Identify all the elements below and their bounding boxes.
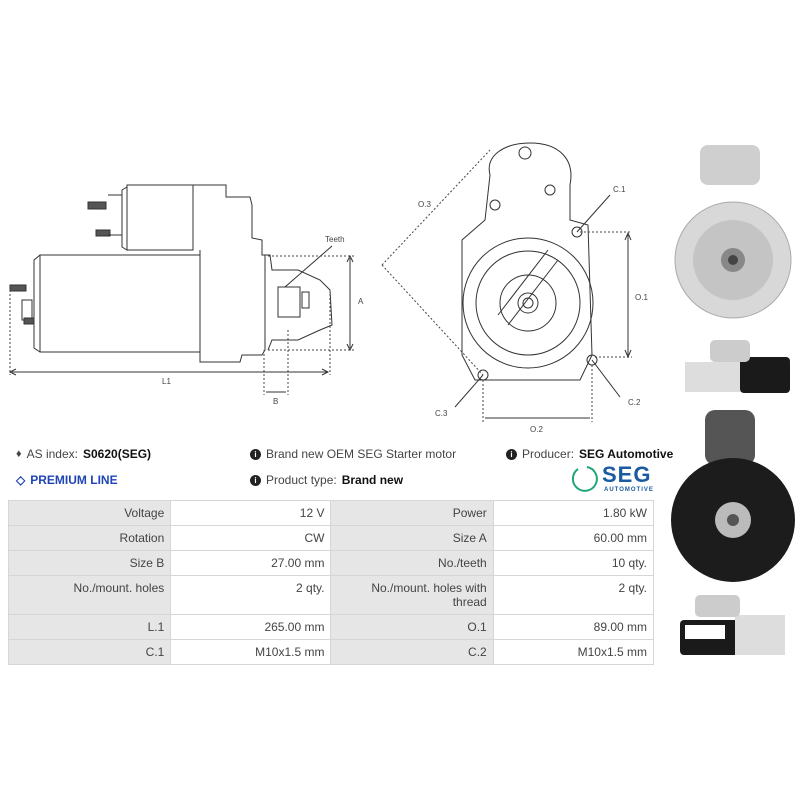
seg-logo-ring [571,466,598,492]
product-type-label: Product type: [266,473,337,487]
tag-icon: ♦ [16,448,22,460]
spec-label: Voltage [7,500,172,526]
spec-value: M10x1.5 mm [170,639,332,665]
o3-label: O.3 [418,200,431,209]
spec-label: C.1 [7,639,172,665]
spec-value: 2 qty. [492,575,655,615]
producer: i Producer: SEG Automotive [506,447,673,461]
spec-value: 27.00 mm [170,550,332,576]
as-index-value: S0620(SEG) [83,447,152,461]
spec-value: 89.00 mm [492,614,655,640]
seg-logo: SEG AUTOMOTIVE [570,464,658,495]
motor-endcap [33,254,41,353]
producer-label: Producer: [522,447,575,461]
c1-label: C.1 [613,185,626,194]
teeth-label: Teeth [325,235,345,244]
spec-label: Rotation [7,525,172,551]
l1-label: L1 [162,377,171,386]
info-icon: i [250,448,261,460]
premium-line-badge: ◇ PREMIUM LINE [16,473,118,487]
solenoid [126,184,194,251]
size-b-label: B [273,397,278,406]
flange-outline [461,142,593,381]
spec-value: 12 V [170,500,332,526]
seg-logo-subtext: AUTOMOTIVE [604,487,654,493]
premium-label: PREMIUM LINE [30,473,118,487]
spec-label: No./mount. holes with thread [330,575,494,615]
o1-label: O.1 [635,293,648,302]
product-photo-front[interactable] [665,140,795,340]
o2-label: O.2 [530,425,543,434]
c2-label: C.2 [628,398,641,407]
spec-label: No./teeth [330,550,494,576]
c3-label: C.3 [435,409,448,418]
front-view-drawing: O.3 C.1 O.1 C.2 C.3 O.2 [381,142,648,434]
spec-value: 10 qty. [492,550,655,576]
info-icon: i [250,474,261,486]
spec-value: 60.00 mm [492,525,655,551]
spec-label: C.2 [330,639,494,665]
spec-label: Power [330,500,494,526]
spec-value: 265.00 mm [170,614,332,640]
as-index: ♦ AS index: S0620(SEG) [16,447,151,461]
spec-label: No./mount. holes [7,575,172,615]
product-type-value: Brand new [341,473,404,487]
spec-value: 1.80 kW [492,500,655,526]
description: i Brand new OEM SEG Starter motor [250,447,456,461]
spec-label: Size B [7,550,172,576]
spec-value: M10x1.5 mm [492,639,655,665]
info-icon: i [506,448,517,460]
description-text: Brand new OEM SEG Starter motor [266,447,457,461]
spec-label: L.1 [7,614,172,640]
product-photo-rear[interactable] [665,405,795,585]
spec-value: 2 qty. [170,575,332,615]
motor-body [39,254,201,353]
product-type: i Product type: Brand new [250,473,403,487]
diamond-icon: ◇ [16,473,26,487]
product-photo-label-side[interactable] [665,590,795,665]
side-view-drawing: Teeth A L1 B [8,184,364,406]
producer-value: SEG Automotive [579,447,674,461]
size-a-label: A [358,297,364,306]
product-photo-side[interactable] [665,335,795,400]
spec-value: CW [170,525,332,551]
seg-logo-text: SEG [602,462,652,487]
spec-label: Size A [330,525,494,551]
spec-label: O.1 [330,614,494,640]
as-index-label: AS index: [26,447,78,461]
